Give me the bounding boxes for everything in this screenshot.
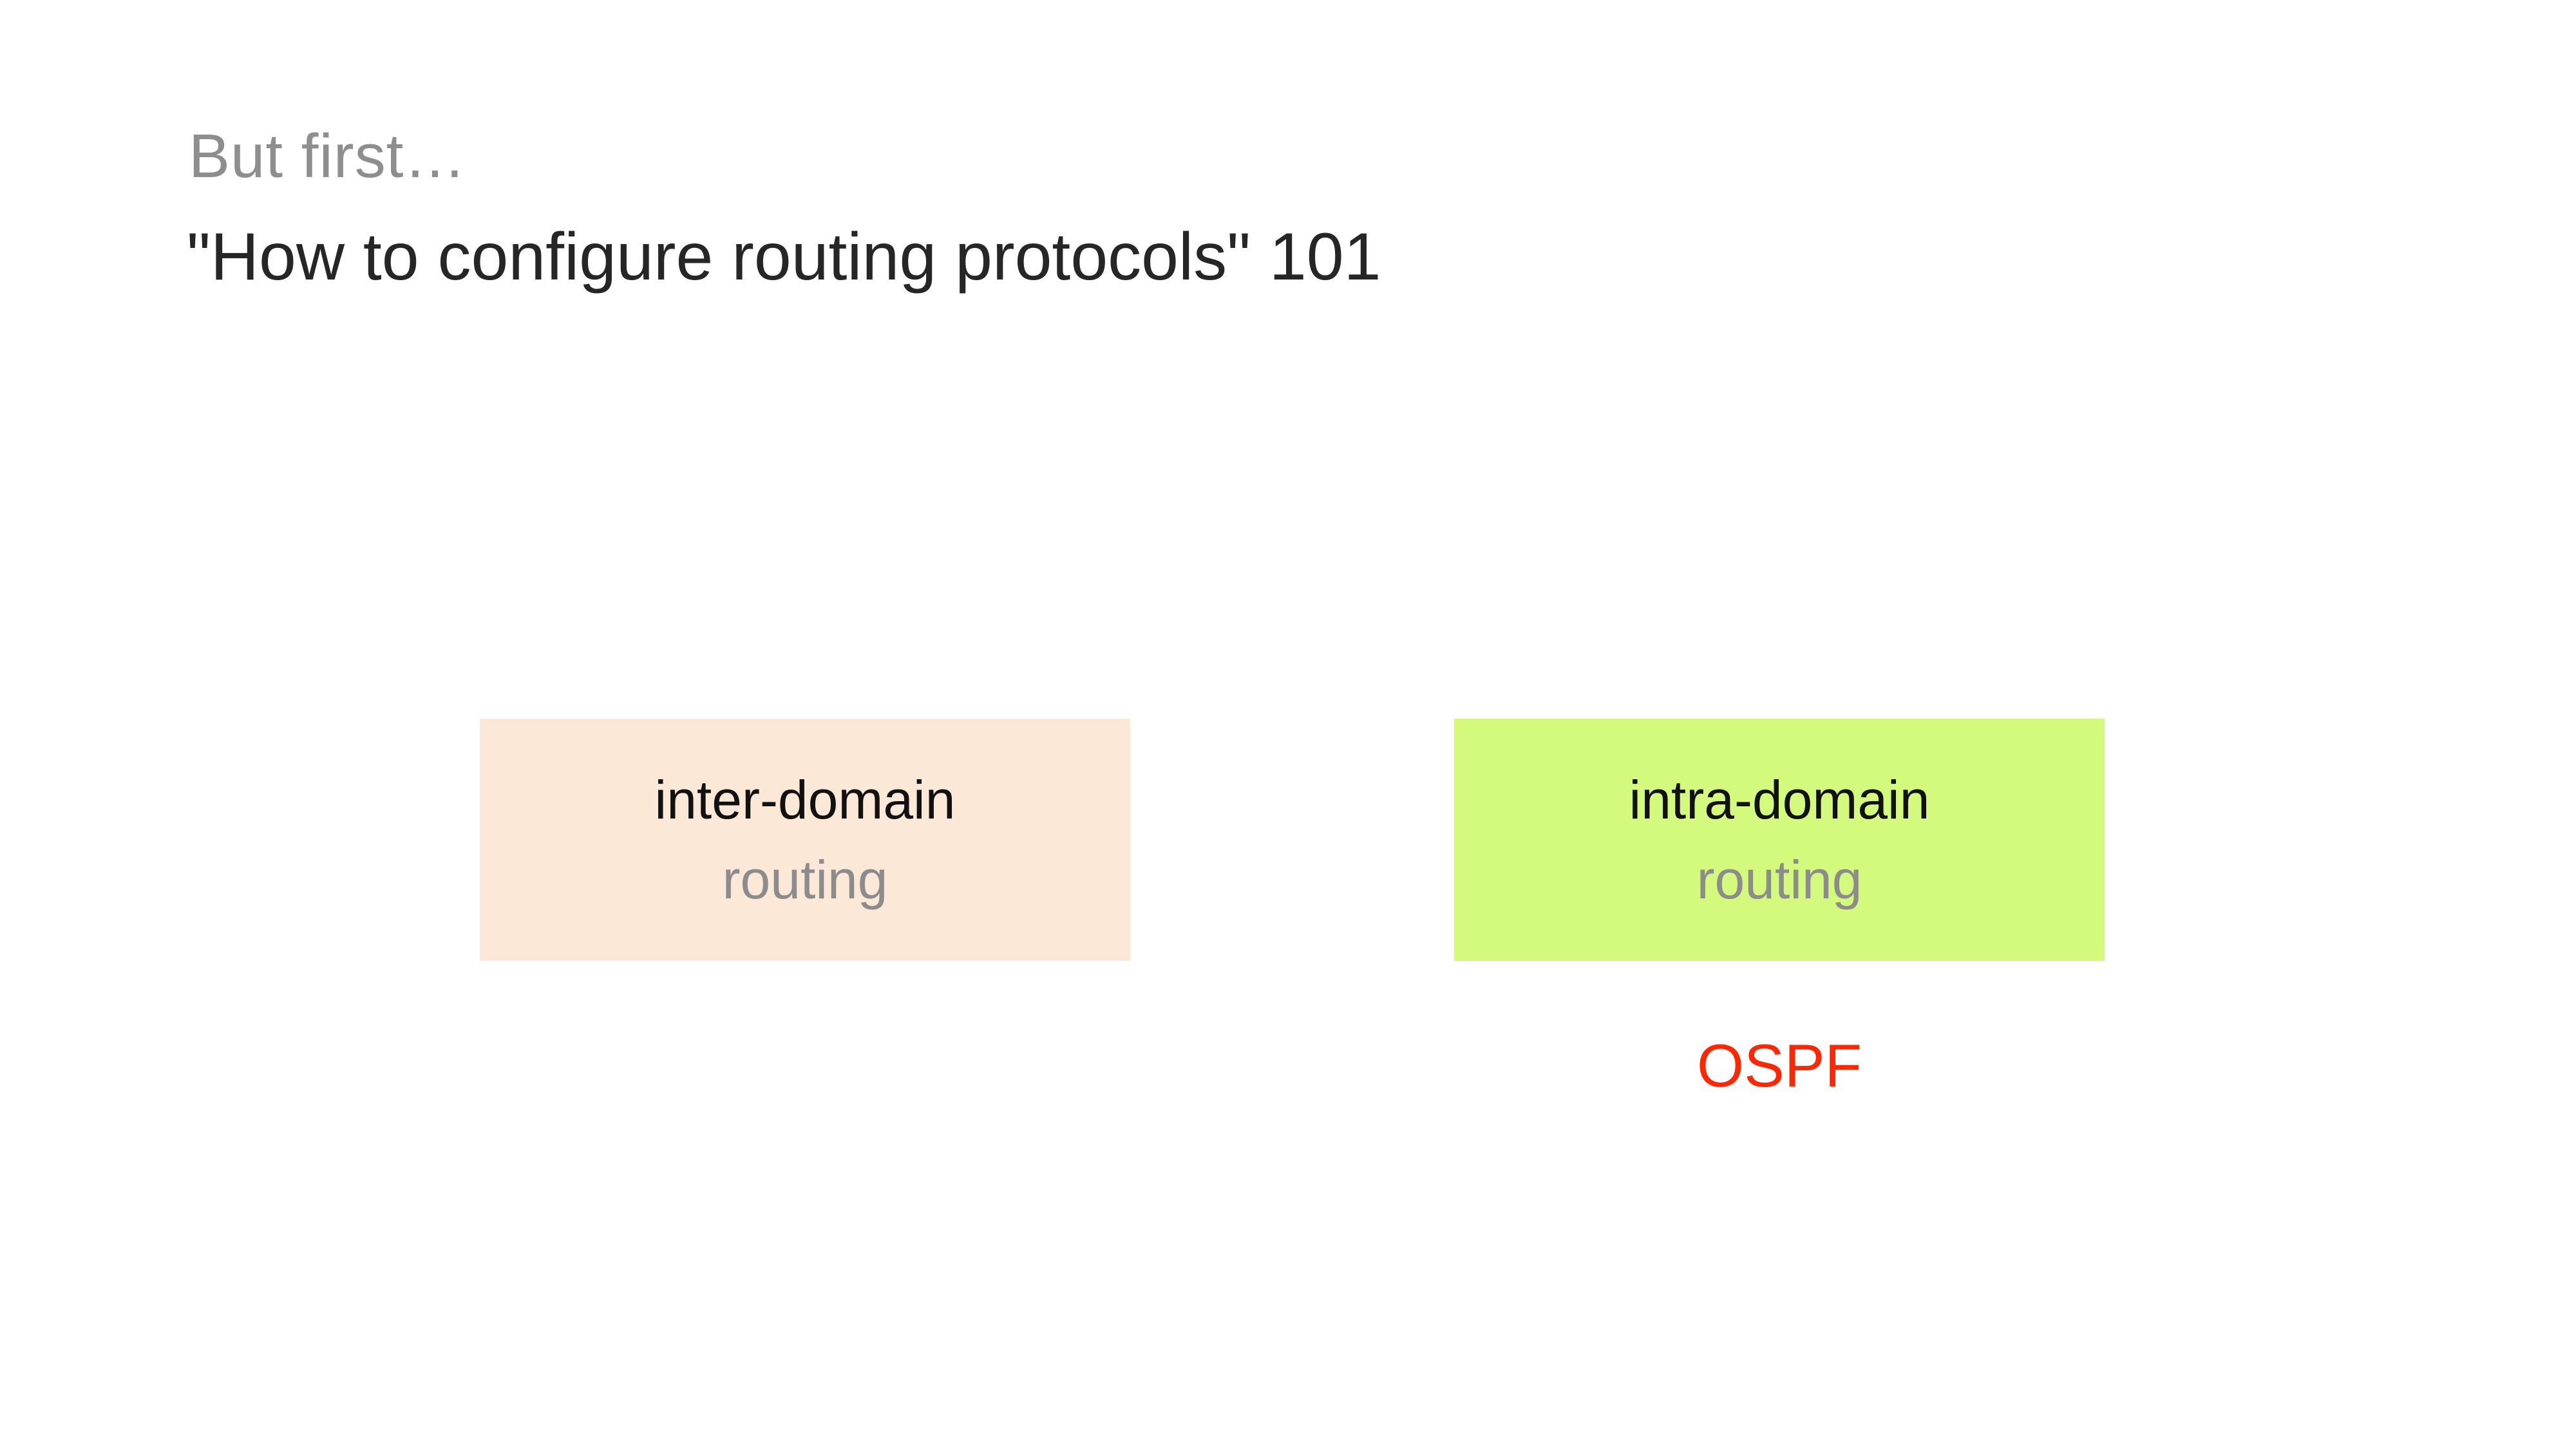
- inter-domain-box: inter-domain routing: [480, 719, 1130, 961]
- kicker-text: But first…: [189, 122, 467, 191]
- inter-domain-sublabel: routing: [722, 849, 888, 910]
- slide-title: "How to configure routing protocols" 101: [187, 220, 1381, 294]
- intra-domain-sublabel: routing: [1696, 849, 1862, 910]
- inter-domain-label: inter-domain: [654, 770, 956, 830]
- intra-domain-box: intra-domain routing: [1454, 719, 2105, 961]
- ospf-annotation: OSPF: [1697, 1032, 1862, 1099]
- intra-domain-label: intra-domain: [1629, 770, 1930, 830]
